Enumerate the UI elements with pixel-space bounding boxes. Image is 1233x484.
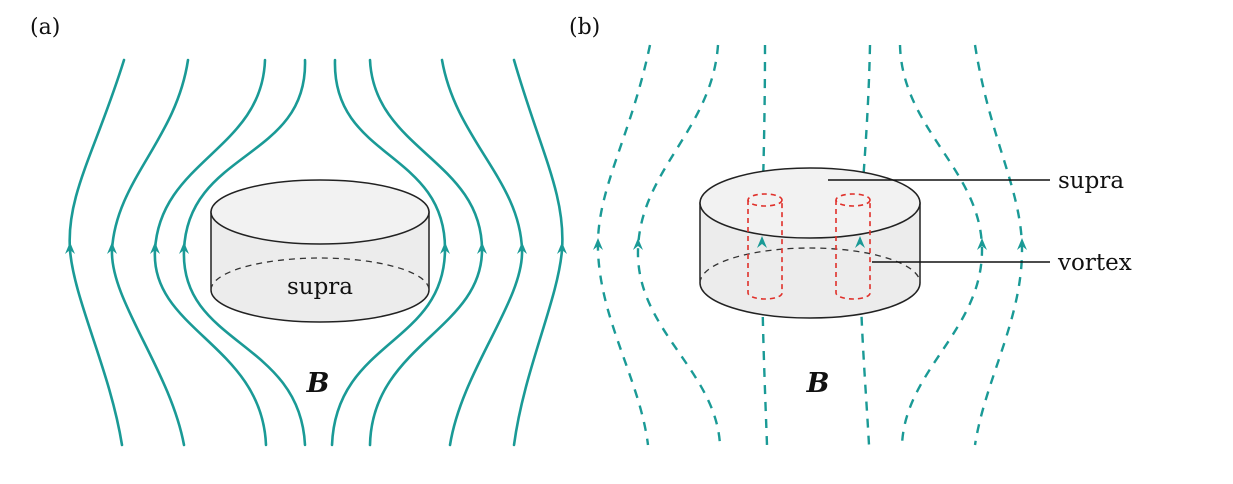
field-line-b-6 bbox=[973, 44, 1024, 446]
cylinder-hidden-edge bbox=[699, 247, 921, 284]
arrow-icon bbox=[179, 242, 189, 254]
field-line-b-1 bbox=[596, 44, 652, 446]
vortex-tube-2 bbox=[835, 193, 871, 300]
field-line-b-2 bbox=[636, 44, 722, 446]
arrow-icon bbox=[633, 238, 643, 250]
panel-b: (b) bbox=[569, 15, 1132, 446]
field-line-a-2 bbox=[110, 58, 190, 447]
cylinder-top bbox=[699, 167, 921, 239]
arrow-icon bbox=[977, 238, 987, 250]
arrow-icon bbox=[593, 238, 603, 250]
vortex-walls bbox=[835, 200, 871, 300]
arrow-icon bbox=[477, 242, 487, 254]
arrow-icon bbox=[757, 236, 767, 248]
vortex-callout: vortex bbox=[1057, 250, 1132, 276]
field-line-b-5 bbox=[898, 44, 984, 446]
cylinder-top bbox=[210, 179, 430, 245]
field-line-a-3 bbox=[153, 58, 268, 447]
arrow-icon bbox=[855, 236, 865, 248]
arrow-icon bbox=[150, 242, 160, 254]
field-label-b: B bbox=[806, 368, 830, 399]
vortex-tube-1 bbox=[747, 193, 783, 300]
panel-b-callouts: supra vortex bbox=[828, 168, 1132, 276]
vortex-walls bbox=[747, 200, 783, 300]
panel-a: (a) supra bbox=[30, 15, 567, 447]
arrow-icon bbox=[517, 242, 527, 254]
cylinder-label: supra bbox=[287, 274, 353, 300]
panel-a-label: (a) bbox=[30, 15, 60, 40]
panel-a-arrows bbox=[65, 242, 567, 254]
field-label-b: B bbox=[306, 368, 330, 399]
arrow-icon bbox=[107, 242, 117, 254]
arrow-icon bbox=[440, 242, 450, 254]
field-line-a-6 bbox=[368, 58, 484, 447]
panel-b-arrows bbox=[593, 236, 1027, 250]
panel-a-superconductor-cylinder: supra bbox=[210, 179, 430, 323]
arrow-icon bbox=[1017, 238, 1027, 250]
arrow-icon bbox=[65, 242, 75, 254]
supra-callout: supra bbox=[1058, 168, 1124, 194]
arrow-icon bbox=[557, 242, 567, 254]
panel-b-label: (b) bbox=[569, 15, 600, 40]
panel-b-superconductor-cylinder bbox=[699, 167, 921, 319]
